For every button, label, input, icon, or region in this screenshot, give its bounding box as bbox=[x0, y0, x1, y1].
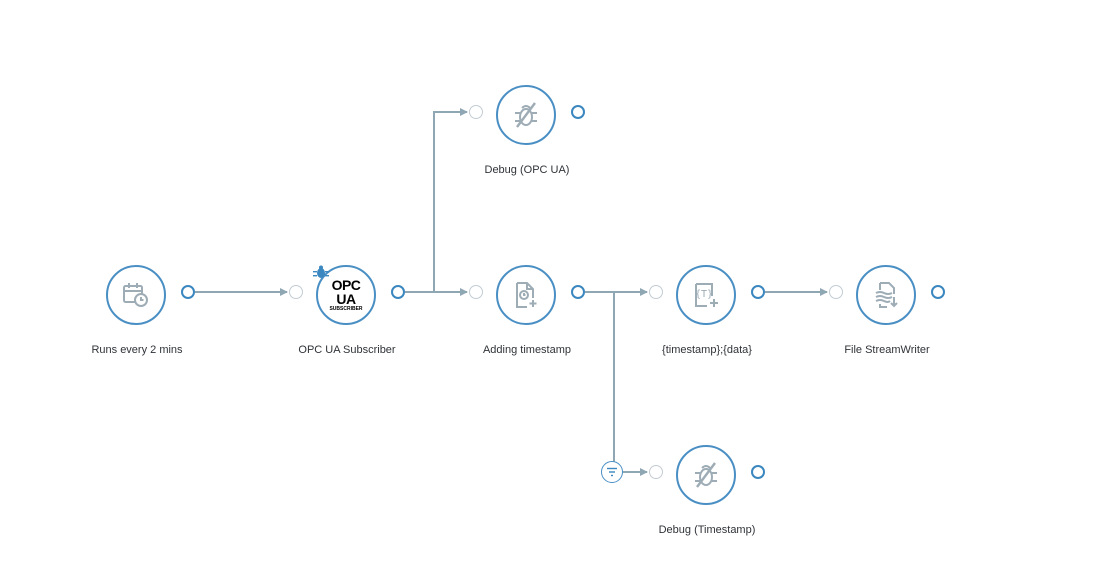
template-input-port[interactable] bbox=[649, 285, 663, 299]
debug-opc-input-port[interactable] bbox=[469, 105, 483, 119]
calendar-clock-icon bbox=[123, 283, 148, 307]
connector-opc-debug[interactable] bbox=[433, 108, 468, 292]
opc-subscriber-label: OPC UA Subscriber bbox=[298, 344, 396, 356]
template-label: {timestamp};{data} bbox=[662, 344, 752, 356]
timestamp-input-port[interactable] bbox=[469, 285, 483, 299]
template-text-plus-icon: {T} bbox=[695, 283, 718, 307]
file-writer-label: File StreamWriter bbox=[844, 344, 930, 356]
template-node[interactable]: {T} bbox=[676, 265, 736, 325]
opc-input-port[interactable] bbox=[289, 285, 303, 299]
opc-ua-logo: OPC UA SUBSCRIBER bbox=[329, 277, 363, 312]
template-output-port[interactable] bbox=[751, 285, 765, 299]
schedule-output-port[interactable] bbox=[181, 285, 195, 299]
schedule-node[interactable] bbox=[106, 265, 166, 325]
writer-input-port[interactable] bbox=[829, 285, 843, 299]
opc-output-port[interactable] bbox=[391, 285, 405, 299]
adding-timestamp-node[interactable] bbox=[496, 265, 556, 325]
svg-text:{T}: {T} bbox=[695, 289, 713, 300]
filter-icon[interactable] bbox=[601, 461, 623, 483]
debug-timestamp-label: Debug (Timestamp) bbox=[658, 524, 756, 536]
bug-disabled-icon bbox=[695, 462, 717, 488]
file-writer-node[interactable] bbox=[856, 265, 916, 325]
file-stream-icon bbox=[875, 282, 898, 308]
debug-bug-badge-icon bbox=[313, 265, 329, 278]
debug-timestamp-input-port[interactable] bbox=[649, 465, 663, 479]
file-clock-plus-icon bbox=[516, 282, 537, 308]
timestamp-output-port[interactable] bbox=[571, 285, 585, 299]
connector-timestamp-debug[interactable] bbox=[613, 292, 648, 476]
debug-opc-output-port[interactable] bbox=[571, 105, 585, 119]
schedule-label: Runs every 2 mins bbox=[91, 344, 183, 356]
debug-opc-node[interactable] bbox=[496, 85, 556, 145]
debug-timestamp-node[interactable] bbox=[676, 445, 736, 505]
writer-output-port[interactable] bbox=[931, 285, 945, 299]
debug-timestamp-output-port[interactable] bbox=[751, 465, 765, 479]
debug-opc-label: Debug (OPC UA) bbox=[484, 164, 570, 176]
bug-disabled-icon bbox=[515, 102, 537, 128]
adding-timestamp-label: Adding timestamp bbox=[482, 344, 572, 356]
